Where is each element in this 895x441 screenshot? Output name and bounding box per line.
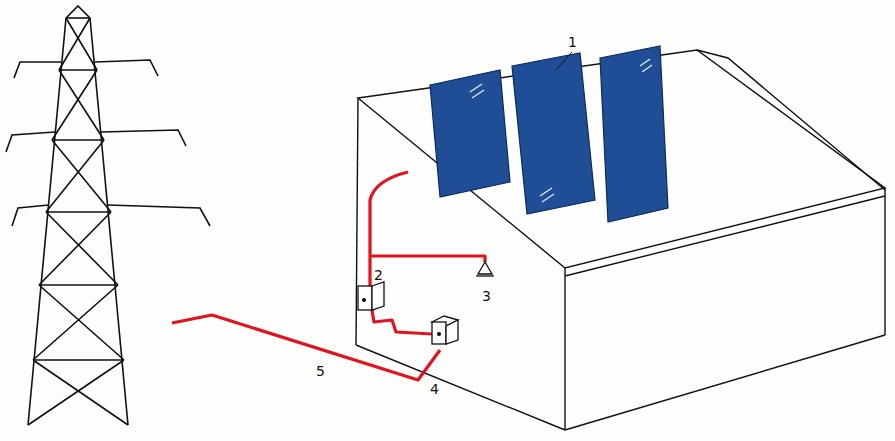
callout-number: 5	[316, 364, 325, 378]
leader-line	[556, 52, 572, 70]
callout-number: 2	[374, 268, 383, 282]
solar-panels	[430, 46, 668, 222]
lamp-symbol	[476, 262, 494, 276]
red-wiring	[172, 172, 485, 380]
callout-number: 1	[568, 35, 577, 49]
inverter-box	[358, 282, 384, 310]
power-pylon	[6, 6, 210, 425]
callout-number: 3	[482, 289, 491, 303]
meter-box	[432, 316, 458, 344]
callout-number: 4	[430, 382, 439, 396]
grid-cable	[172, 315, 440, 380]
